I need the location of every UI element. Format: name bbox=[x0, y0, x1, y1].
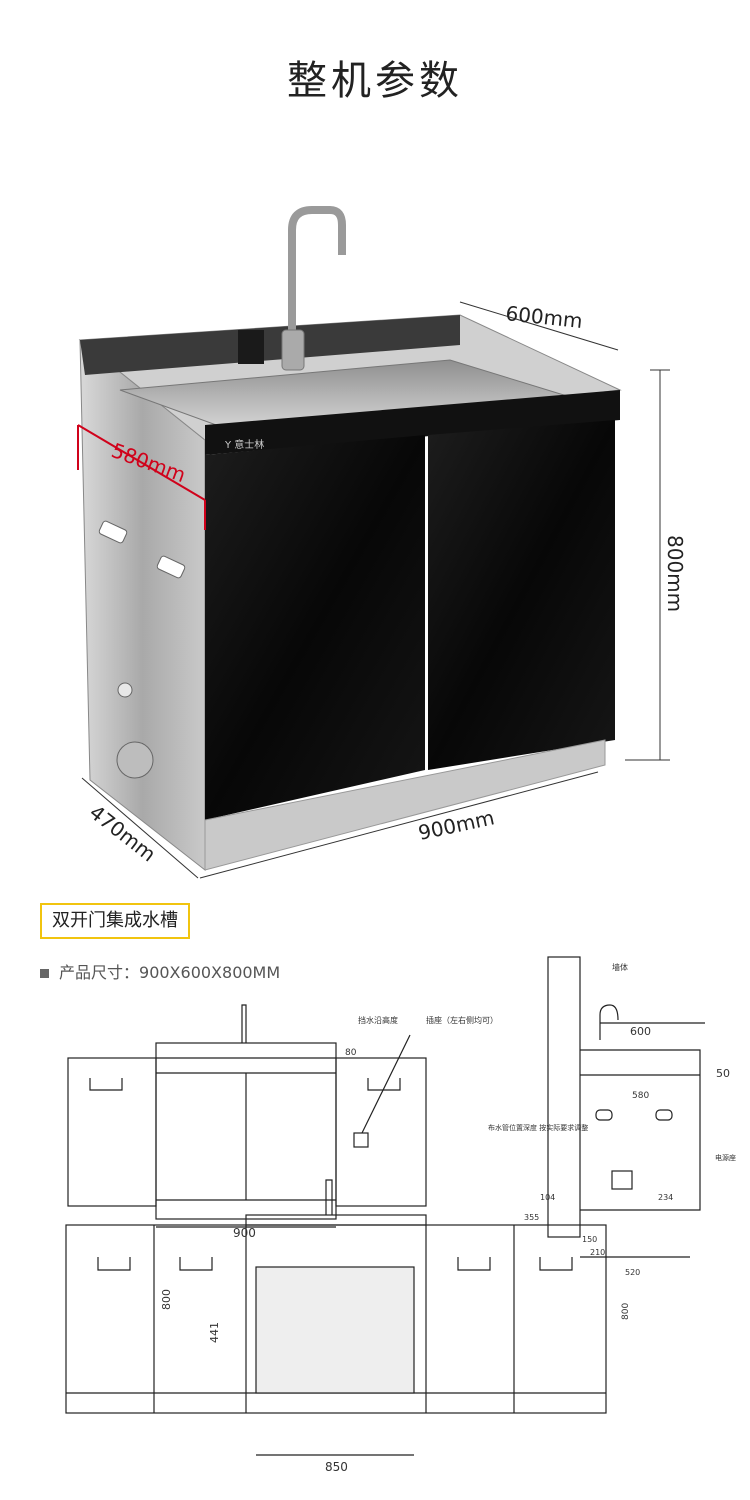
note-socket: 插座（左右侧均可） bbox=[426, 1015, 498, 1025]
spec-label: 产品尺寸： bbox=[59, 963, 140, 982]
note-pipe: 布水管位置深度 按实际要求调整 bbox=[488, 1123, 588, 1132]
faucet bbox=[288, 206, 346, 365]
dim-side-520: 520 bbox=[625, 1268, 640, 1277]
right-door bbox=[428, 420, 615, 770]
note-power: 电源座 bbox=[715, 1153, 736, 1162]
dim-side-600: 600 bbox=[630, 1025, 651, 1038]
dim-bottom-800-left: 800 bbox=[160, 1289, 173, 1310]
page-title: 整机参数 bbox=[287, 58, 463, 104]
front-cabinet-left bbox=[67, 1057, 157, 1207]
dim-side-150: 150 bbox=[582, 1235, 597, 1244]
side-handle-1 bbox=[98, 520, 128, 544]
backsplash bbox=[80, 315, 460, 375]
plinth bbox=[204, 739, 606, 871]
spec-value: 900X600X800MM bbox=[139, 963, 281, 982]
brand-logo: Y 意士林 bbox=[224, 438, 264, 451]
dim-front-rim: 80 bbox=[345, 1048, 357, 1058]
side-port-2 bbox=[116, 741, 154, 779]
wall bbox=[547, 956, 581, 1238]
dim-side-104: 104 bbox=[540, 1193, 555, 1202]
side-port-1 bbox=[117, 682, 133, 698]
dim-bottom-441: 441 bbox=[208, 1322, 221, 1343]
dim-side-210: 210 bbox=[590, 1248, 605, 1257]
dim-600: 600mm bbox=[504, 301, 583, 333]
dim-side-234: 234 bbox=[658, 1193, 673, 1202]
product-label: 双开门集成水槽 bbox=[40, 903, 190, 939]
front-strip bbox=[205, 390, 620, 455]
dim-bottom-850: 850 bbox=[325, 1460, 348, 1474]
spec-line: 产品尺寸：900X600X800MM bbox=[40, 959, 280, 983]
dim-side-580: 580 bbox=[632, 1091, 649, 1101]
technical-drawings: 挡水沿高度 插座（左右侧均可） 80 900 墙体 布水管位置深度 按实际要求调… bbox=[65, 956, 736, 1474]
side-handle-2 bbox=[156, 555, 186, 579]
product-illustration: Y 意士林 600mm 800mm 580mm 900mm 470mm bbox=[77, 206, 687, 879]
dim-side-50: 50 bbox=[716, 1067, 730, 1080]
dim-front-900: 900 bbox=[233, 1226, 256, 1240]
front-cabinet-right bbox=[335, 1057, 427, 1207]
dim-bottom-800-right: 800 bbox=[621, 1303, 631, 1320]
dim-side-355: 355 bbox=[524, 1213, 539, 1222]
note-wall: 墙体 bbox=[612, 962, 628, 972]
cutout bbox=[255, 1266, 415, 1394]
left-door bbox=[205, 435, 425, 820]
note-rim: 挡水沿高度 bbox=[358, 1015, 398, 1025]
dim-800: 800mm bbox=[663, 535, 687, 612]
bullet-square-icon bbox=[40, 969, 49, 978]
